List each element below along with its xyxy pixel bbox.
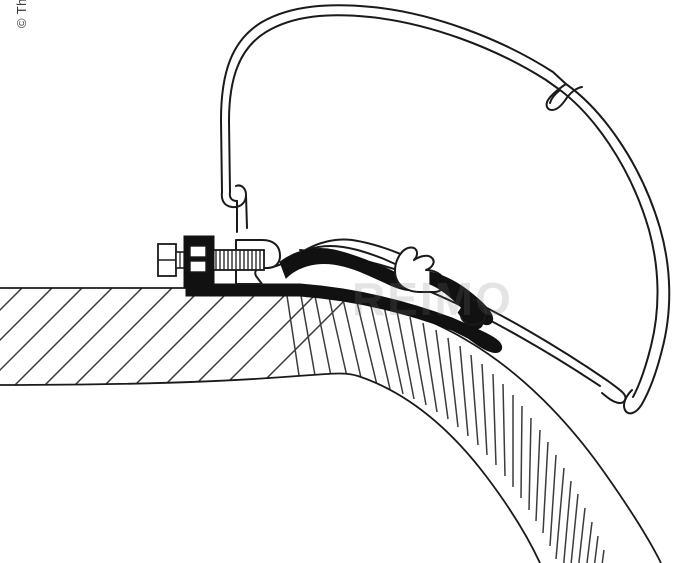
roof-hatching-straight <box>0 288 391 406</box>
hex-bolt <box>157 243 265 277</box>
hex-nut <box>183 235 215 289</box>
roof-bottom-edge <box>0 372 541 563</box>
awning-canopy-profile <box>220 4 671 415</box>
vehicle-roof <box>0 287 662 563</box>
copyright-label: © Thule <box>14 0 29 28</box>
adapter-rail-claw <box>394 246 494 330</box>
roof-hatching-curved <box>285 288 605 563</box>
